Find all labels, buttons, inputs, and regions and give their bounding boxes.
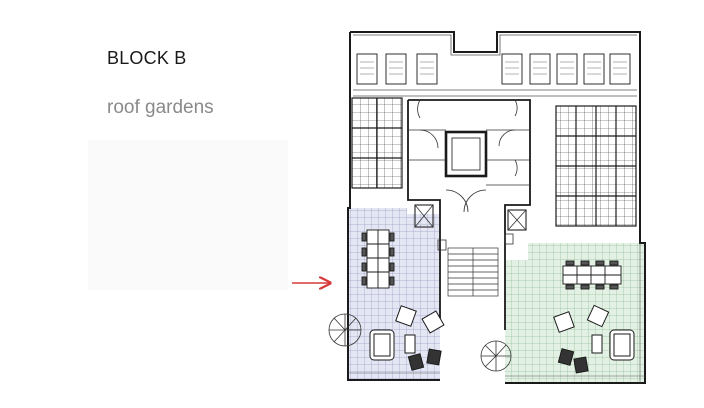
solar-array-right: [555, 105, 637, 227]
core-walls: [407, 99, 531, 330]
rooftop-units: [356, 53, 631, 85]
central-stair: [447, 247, 499, 297]
rooftop-unit-louvers: [360, 61, 627, 75]
lounge-chairs-right: [553, 304, 635, 374]
background-shape: [88, 140, 288, 290]
spiral-stair-left: [328, 313, 362, 347]
page-title: BLOCK B: [107, 48, 187, 68]
lounge-chairs-left: [369, 305, 445, 371]
parapet-lines: [353, 34, 637, 97]
dining-table-left: [361, 229, 395, 289]
outer-walls: [347, 31, 646, 384]
planter-edges: [348, 243, 645, 383]
solar-array-left: [351, 97, 403, 189]
spiral-stair-right: [480, 340, 512, 372]
core-partitions: [408, 99, 530, 251]
dining-table-right: [562, 260, 622, 290]
page-subtitle: roof gardens: [107, 97, 214, 118]
